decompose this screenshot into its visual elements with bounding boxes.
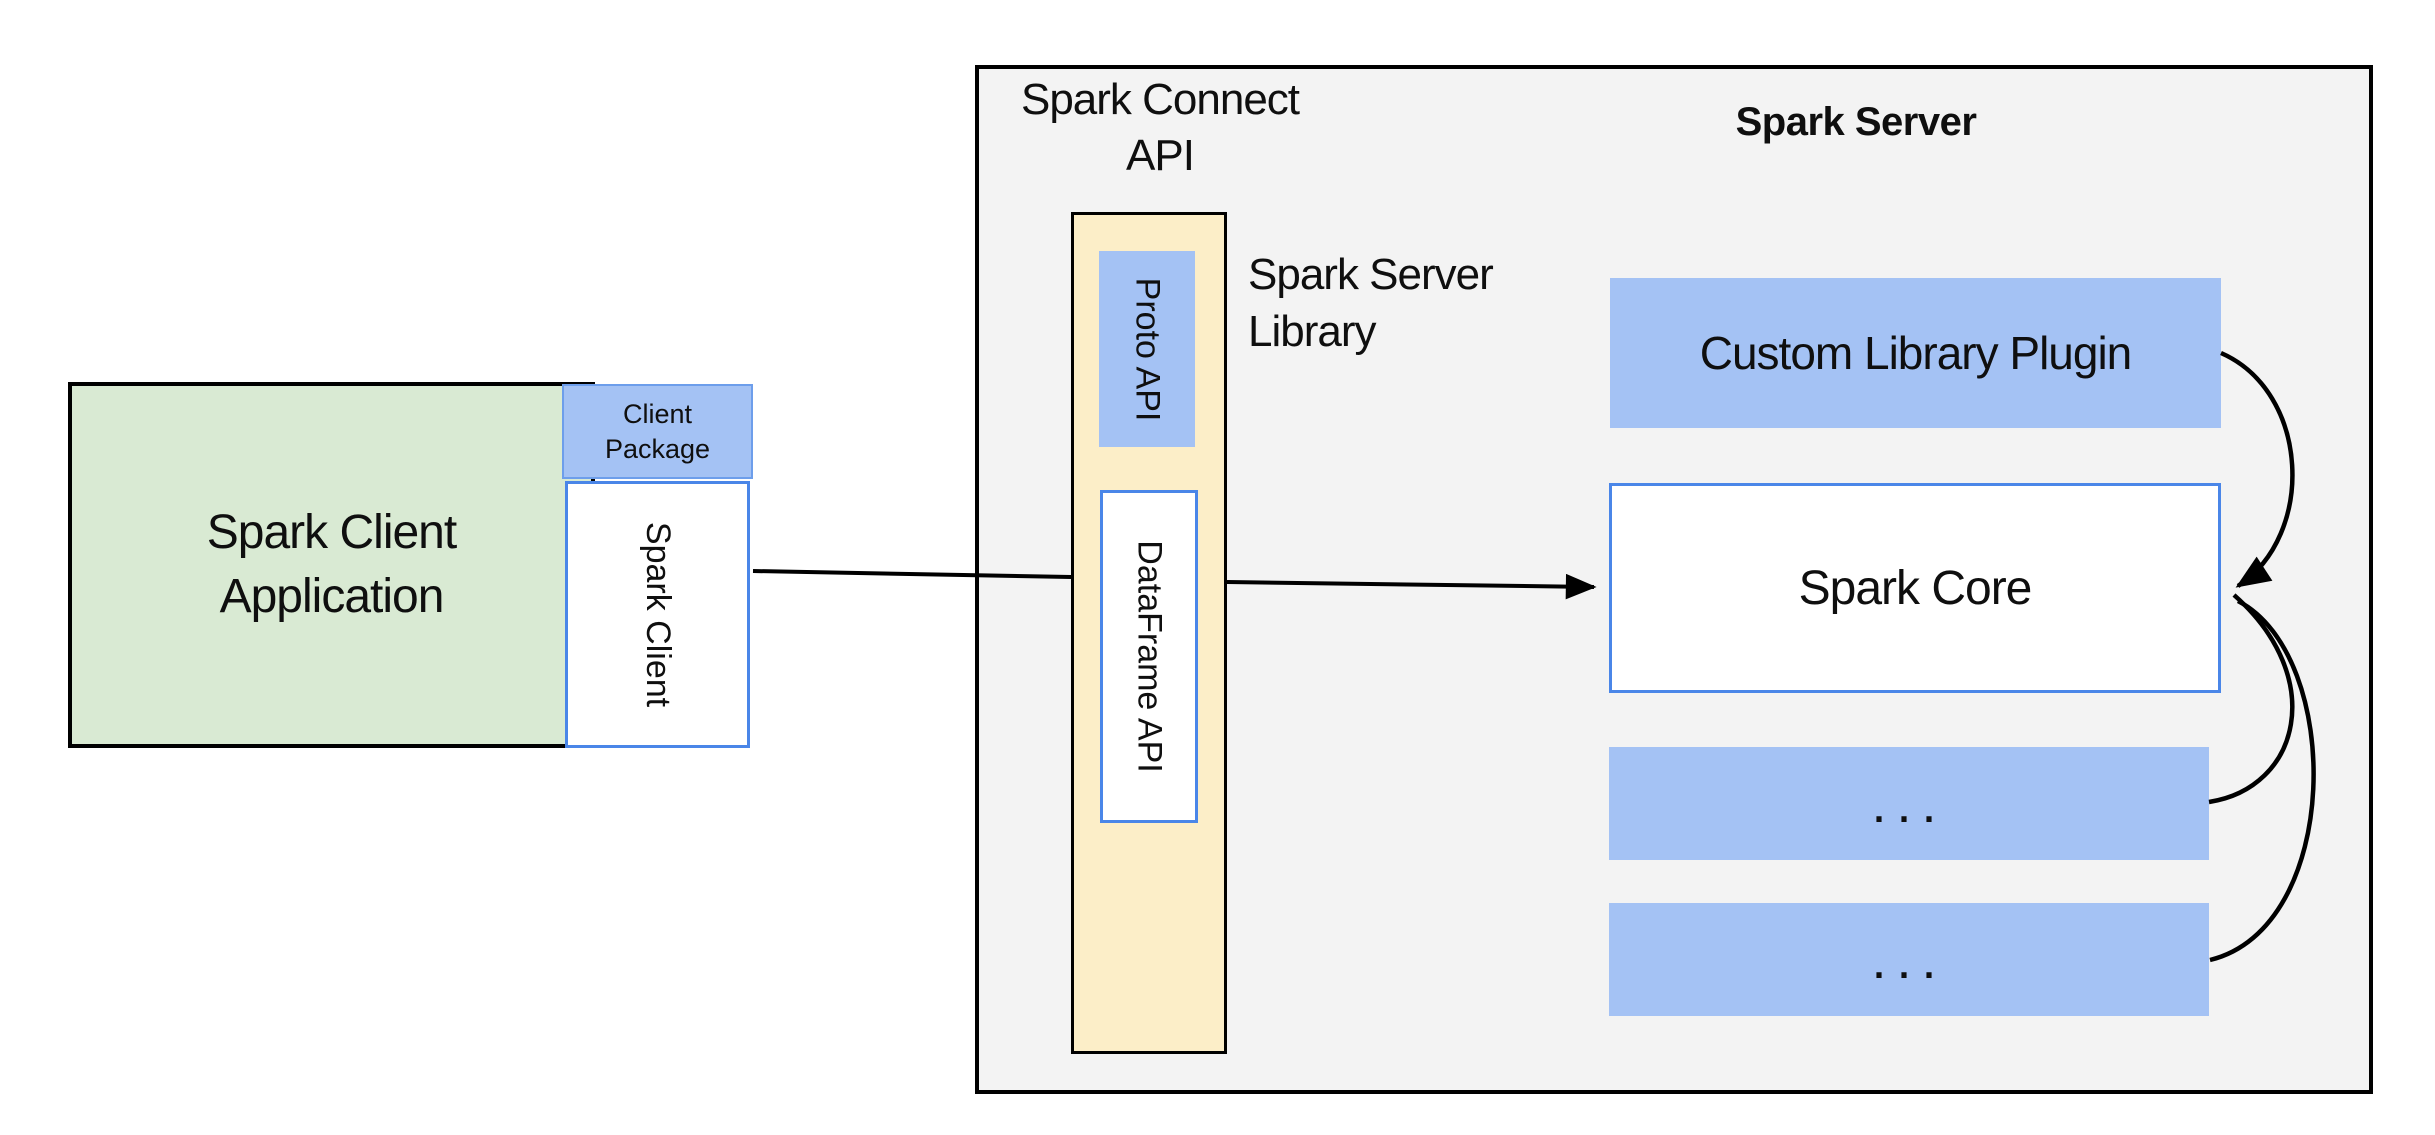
custom-library-plugin-box: Custom Library Plugin xyxy=(1610,278,2221,428)
more-plugins-box-2: ... xyxy=(1609,903,2209,1016)
spark-client-box: Spark Client xyxy=(565,481,750,748)
client-package-label: Client Package xyxy=(604,398,711,464)
spark-client-label: Spark Client xyxy=(639,521,678,708)
spark-client-application-label: Spark Client Application xyxy=(206,506,457,623)
custom-library-plugin-label: Custom Library Plugin xyxy=(1699,327,2133,379)
dataframe-api-label: DataFrame API xyxy=(1130,540,1169,773)
proto-api-label: Proto API xyxy=(1128,277,1167,421)
ellipsis-label-1: ... xyxy=(1871,773,1947,834)
ellipsis-label-2: ... xyxy=(1871,929,1947,990)
spark-connect-api-label: Spark Connect API xyxy=(1020,75,1300,180)
dataframe-api-box: DataFrame API xyxy=(1100,490,1198,823)
spark-server-library-label: Spark Server Library xyxy=(1248,250,1494,356)
spark-core-box: Spark Core xyxy=(1609,483,2221,693)
proto-api-box: Proto API xyxy=(1099,251,1195,447)
client-package-box: Client Package xyxy=(562,384,753,479)
spark-client-application-box: Spark Client Application xyxy=(68,382,595,748)
spark-core-label: Spark Core xyxy=(1798,561,2033,615)
more-plugins-box-1: ... xyxy=(1609,747,2209,860)
spark-server-title: Spark Server xyxy=(1735,100,1977,144)
